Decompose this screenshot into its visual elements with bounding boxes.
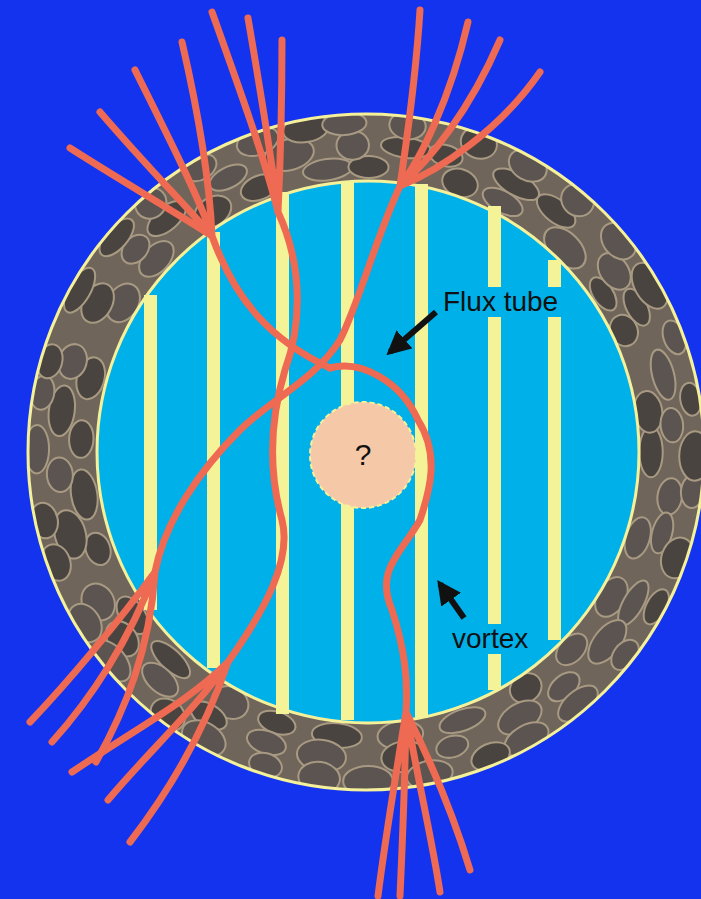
stone [658,317,690,357]
callout-label: Flux tube [440,287,561,317]
stone [659,407,684,443]
stone [434,732,471,762]
flux-tubes [144,182,561,720]
stone [639,427,662,477]
vortex-line [30,10,540,762]
leader-arrow [440,584,464,618]
stone [646,347,680,402]
stone [638,585,674,628]
stone [594,216,643,267]
stone [93,213,140,262]
stone [68,420,94,459]
flux-tube-bar [415,184,428,718]
stone [343,766,393,796]
leader-arrow [390,312,436,352]
stone [467,737,514,776]
stone [624,256,675,315]
question-mark: ? [355,438,372,472]
stone [655,477,685,517]
stone [552,679,604,729]
vortex-lines [30,10,540,896]
stone [136,656,184,703]
stone [555,177,601,223]
unknown-core-region: ? [308,400,418,510]
callout-label: vortex [449,624,531,654]
vortex-line [72,12,297,842]
core-circle [310,402,416,508]
stone [246,749,285,782]
stone [296,759,342,796]
vortex-line [70,42,330,368]
flux-tube-bar [276,192,289,714]
stone [679,431,701,481]
stone [46,456,74,493]
flux-tube-bar [548,260,561,640]
flux-tube-bar [488,206,501,690]
